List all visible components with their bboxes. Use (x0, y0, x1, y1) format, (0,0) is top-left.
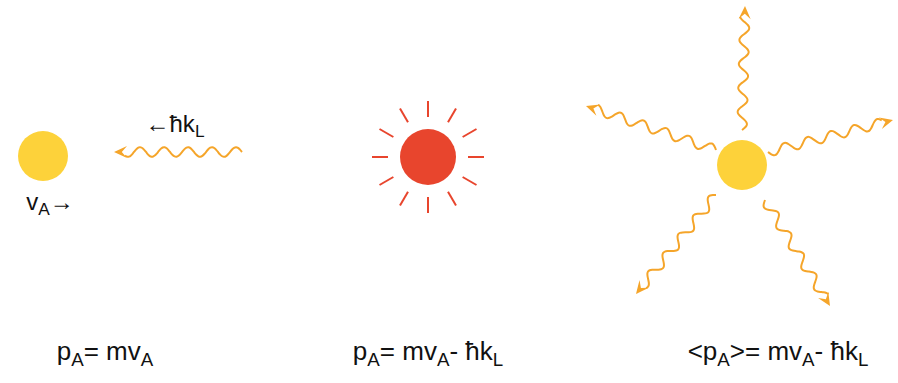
ground-atom (18, 131, 68, 181)
photon-arrowhead (586, 104, 600, 115)
glow-ray (380, 177, 394, 185)
photon-arrowhead (818, 292, 830, 306)
emitting-atom (717, 140, 767, 190)
glow-ray (427, 101, 429, 117)
photon-arrowhead (114, 146, 127, 158)
photon-arrowhead (739, 6, 751, 19)
photon-arrowhead (636, 280, 649, 294)
glow-ray (468, 156, 484, 158)
incoming-photon (125, 147, 242, 157)
emitted-photon (598, 105, 716, 150)
glow-ray (372, 156, 388, 158)
average-momentum-equation: <pA>= mvA- ħkL (688, 336, 869, 367)
photon-arrowhead (879, 117, 893, 129)
velocity-label: vA→ (26, 188, 74, 217)
glow-ray (463, 129, 477, 137)
momentum-equation: pA= mvA- ħkL (353, 336, 503, 367)
emitted-photon (764, 200, 829, 294)
glow-ray (463, 177, 477, 185)
excited-atom (400, 129, 456, 185)
glow-ray (427, 197, 429, 213)
emitted-photon (646, 195, 716, 288)
glow-ray (400, 109, 408, 123)
emitted-photon (738, 17, 750, 130)
momentum-equation: pA= mvA (57, 336, 154, 367)
emitted-photon (768, 119, 882, 155)
glow-ray (380, 129, 394, 137)
glow-ray (400, 192, 408, 206)
photon-momentum-label: ←ħkL (146, 110, 205, 139)
glow-ray (448, 192, 456, 206)
glow-ray (448, 109, 456, 123)
